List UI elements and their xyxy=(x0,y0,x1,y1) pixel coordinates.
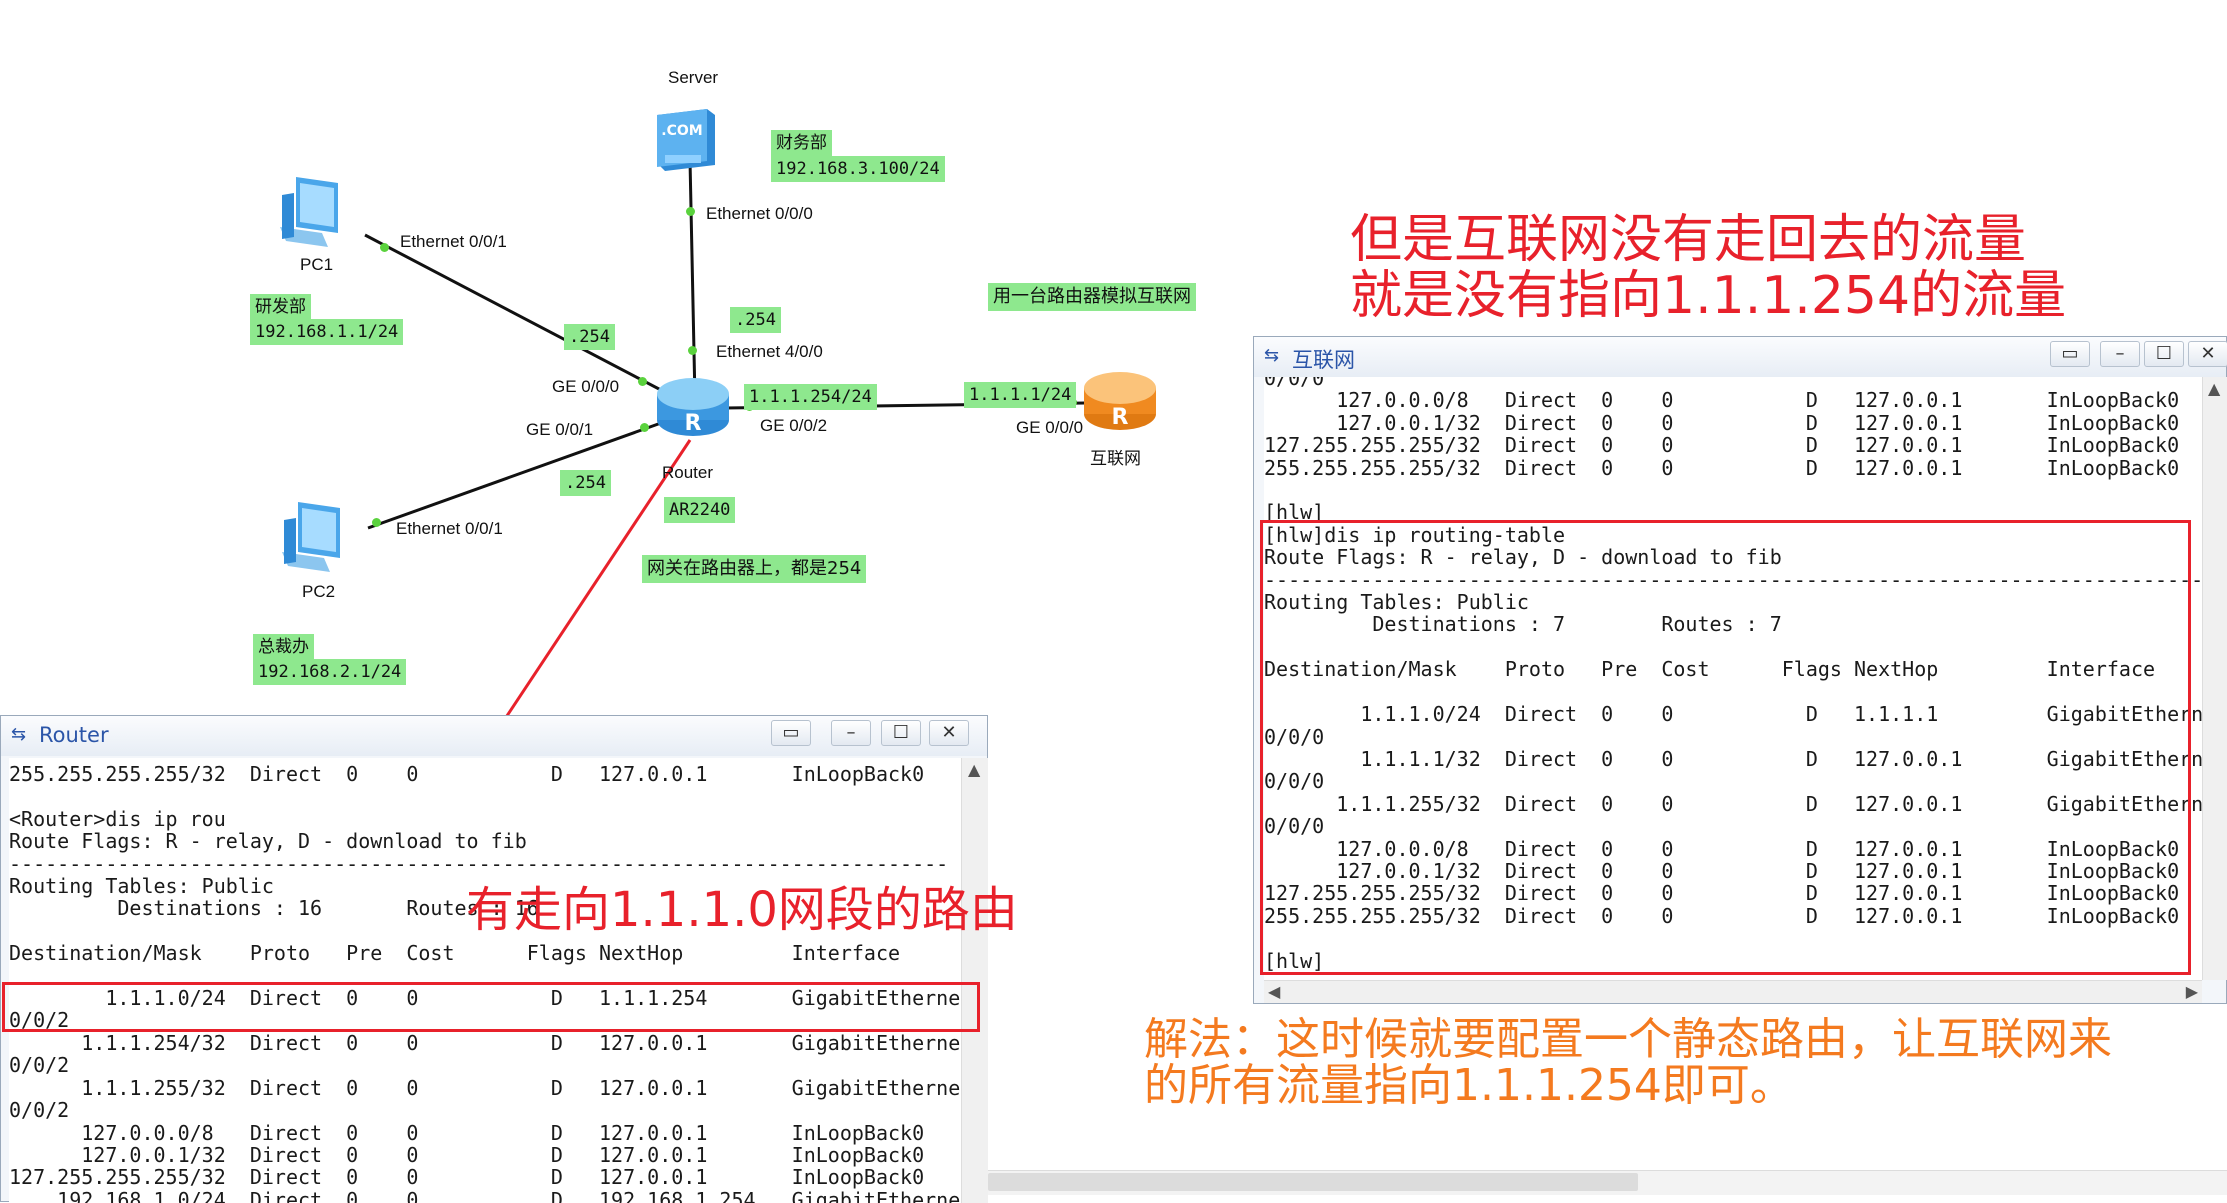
annotation-line-2: 就是没有指向1.1.1.254的流量 xyxy=(1350,266,2067,326)
router-wan-ip-tag: 1.1.1.254/24 xyxy=(744,384,877,410)
port-label-ge002: GE 0/0/2 xyxy=(760,416,828,435)
router-window-titlebar[interactable]: ⇆ Router ▭ – ☐ ✕ xyxy=(1,716,987,756)
router-console-text: 255.255.255.255/32 Direct 0 0 D 127.0.0.… xyxy=(9,762,961,1203)
annotation-line-1: 但是互联网没有走回去的流量 xyxy=(1350,210,2027,270)
link-pc1-router xyxy=(364,233,681,402)
port-label-pc2: Ethernet 0/0/1 xyxy=(396,519,503,538)
finance-name-tag: 财务部 xyxy=(771,130,832,156)
solution-line-1: 解法：这时候就要配置一个静态路由，让互联网来 xyxy=(1144,1014,2112,1065)
pc2-label: PC2 xyxy=(302,582,336,601)
gateway-note: 网关在路由器上，都是254 xyxy=(642,555,867,583)
internet-console-window[interactable]: ⇆ 互联网 ▭ – ☐ ✕ 0/0/0 127.0.0.0/8 Direct 0… xyxy=(1253,336,2227,1004)
finance-ip-tag: 192.168.3.100/24 xyxy=(771,156,945,182)
minimize-button[interactable]: – xyxy=(2100,341,2140,367)
link-server-router xyxy=(688,159,697,401)
pc1-icon[interactable] xyxy=(278,175,344,255)
server-icon[interactable]: .COM xyxy=(655,105,717,171)
port-label-router-eth40: Ethernet 4/0/0 xyxy=(716,342,823,361)
link-dot xyxy=(380,243,389,252)
internet-window-titlebar[interactable]: ⇆ 互联网 ▭ – ☐ ✕ xyxy=(1254,337,2227,377)
scroll-left-icon[interactable]: ◀ xyxy=(1268,982,1281,1001)
router-console-scrollbar[interactable]: ▲ xyxy=(961,758,988,1203)
minimize-button[interactable]: – xyxy=(831,720,871,746)
router-console-window[interactable]: ⇆ Router ▭ – ☐ ✕ 255.255.255.255/32 Dire… xyxy=(0,715,988,1203)
port-label-ge001: GE 0/0/1 xyxy=(526,420,594,439)
highlight-internet-routing-table xyxy=(1260,520,2191,975)
router-model-tag: AR2240 xyxy=(664,497,736,523)
link-dot xyxy=(686,207,695,216)
internet-label: 互联网 xyxy=(1090,449,1141,468)
internet-console-hscrollbar[interactable]: ◀ ▶ xyxy=(1264,980,2202,1003)
port-label-server: Ethernet 0/0/0 xyxy=(706,204,813,223)
link-dot xyxy=(638,377,647,386)
router-window-title: Router xyxy=(39,723,109,747)
port-label-internet-ge000: GE 0/0/0 xyxy=(1016,418,1084,437)
rd-ip-tag: 192.168.1.1/24 xyxy=(250,319,404,345)
internet-console-output[interactable]: 0/0/0 127.0.0.0/8 Direct 0 0 D 127.0.0.1… xyxy=(1264,377,2202,980)
workspace-scroll-thumb[interactable] xyxy=(988,1173,1638,1191)
router-label: Router xyxy=(662,463,714,482)
svg-text:R: R xyxy=(1112,405,1129,430)
gateway-pc2-tag: .254 xyxy=(560,470,611,496)
internet-window-title: 互联网 xyxy=(1292,348,1355,372)
scroll-up-icon[interactable]: ▲ xyxy=(2208,379,2221,398)
router-console-output[interactable]: 255.255.255.255/32 Direct 0 0 D 127.0.0.… xyxy=(9,758,961,1203)
workspace-hscrollbar[interactable] xyxy=(988,1170,2227,1195)
ceo-name-tag: 总裁办 xyxy=(253,634,314,660)
close-button[interactable]: ✕ xyxy=(929,720,969,746)
gateway-server-tag: .254 xyxy=(730,307,781,333)
pc1-label: PC1 xyxy=(300,255,334,274)
svg-text:R: R xyxy=(685,411,702,436)
internet-ip-tag: 1.1.1.1/24 xyxy=(964,382,1077,408)
maximize-button[interactable]: ☐ xyxy=(2144,341,2184,367)
scroll-right-icon[interactable]: ▶ xyxy=(2185,982,2198,1001)
ceo-ip-tag: 192.168.2.1/24 xyxy=(253,659,407,685)
scroll-up-icon[interactable]: ▲ xyxy=(968,760,981,779)
internet-router-icon[interactable]: R xyxy=(1082,366,1158,432)
restore-button[interactable]: ▭ xyxy=(771,720,811,746)
console-app-icon: ⇆ xyxy=(11,724,27,745)
link-pc2-router xyxy=(367,416,676,530)
link-dot xyxy=(688,346,697,355)
highlight-router-route-row xyxy=(2,982,980,1032)
port-label-pc1: Ethernet 0/0/1 xyxy=(400,232,507,251)
annotation-no-return-traffic: 但是互联网没有走回去的流量 就是没有指向1.1.1.254的流量 xyxy=(1350,212,2066,324)
link-dot xyxy=(640,423,649,432)
router-icon[interactable]: R xyxy=(655,372,731,438)
solution-line-2: 的所有流量指向1.1.1.254即可。 xyxy=(1144,1060,1794,1111)
rd-name-tag: 研发部 xyxy=(250,294,311,320)
pc2-icon[interactable] xyxy=(280,500,346,580)
server-icon-text: .COM xyxy=(661,123,702,139)
port-label-ge000: GE 0/0/0 xyxy=(552,377,620,396)
internet-simulation-note: 用一台路由器模拟互联网 xyxy=(988,283,1196,311)
annotation-route-exists: 有走向1.1.1.0网段的路由 xyxy=(466,882,1018,938)
internet-console-scrollbar[interactable]: ▲ xyxy=(2202,377,2227,980)
maximize-button[interactable]: ☐ xyxy=(881,720,921,746)
annotation-solution: 解法：这时候就要配置一个静态路由，让互联网来 的所有流量指向1.1.1.254即… xyxy=(1144,1017,2112,1109)
close-button[interactable]: ✕ xyxy=(2188,341,2227,367)
internet-console-text: 0/0/0 127.0.0.0/8 Direct 0 0 D 127.0.0.1… xyxy=(1264,377,2202,973)
gateway-pc1-tag: .254 xyxy=(564,324,615,350)
restore-button[interactable]: ▭ xyxy=(2050,341,2090,367)
link-dot xyxy=(372,518,381,527)
console-app-icon: ⇆ xyxy=(1264,345,1280,366)
server-label: Server xyxy=(668,68,719,87)
